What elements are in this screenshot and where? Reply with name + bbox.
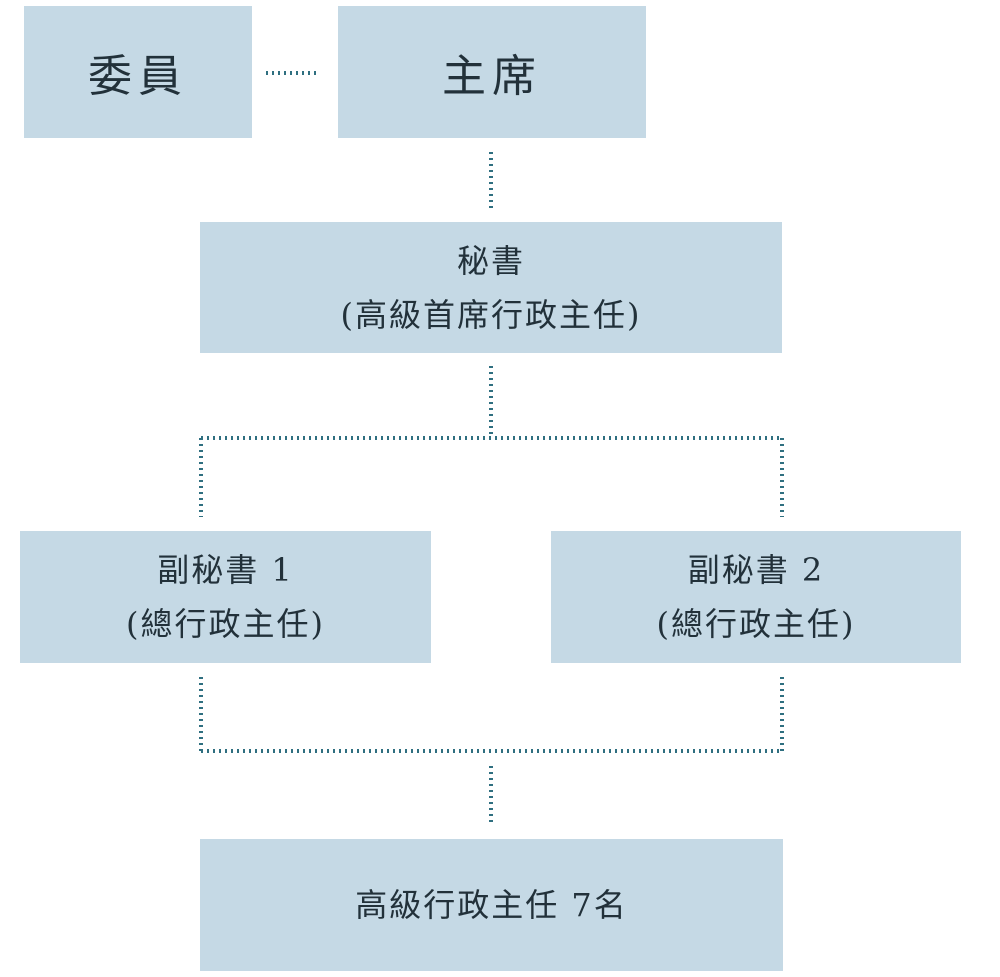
- secretary-rank: (高級首席行政主任): [340, 295, 642, 334]
- deputy-1-title: 副秘書 1: [157, 551, 294, 589]
- deputy-2-box: 副秘書 2 (總行政主任): [551, 531, 961, 663]
- deputy-2-rank: (總行政主任): [656, 605, 856, 643]
- deputy-1-box: 副秘書 1 (總行政主任): [20, 531, 431, 663]
- secretary-box: 秘書 (高級首席行政主任): [200, 222, 782, 353]
- officers-label: 高級行政主任 7名: [355, 886, 628, 924]
- officers-box: 高級行政主任 7名: [200, 839, 783, 971]
- chairman-box: 主席: [338, 6, 646, 138]
- member-label: 委員: [88, 51, 188, 102]
- member-box: 委員: [24, 6, 252, 138]
- deputy-1-rank: (總行政主任): [126, 605, 325, 643]
- deputy-2-title: 副秘書 2: [687, 551, 825, 589]
- secretary-title: 秘書: [456, 241, 525, 280]
- chairman-label: 主席: [442, 51, 542, 102]
